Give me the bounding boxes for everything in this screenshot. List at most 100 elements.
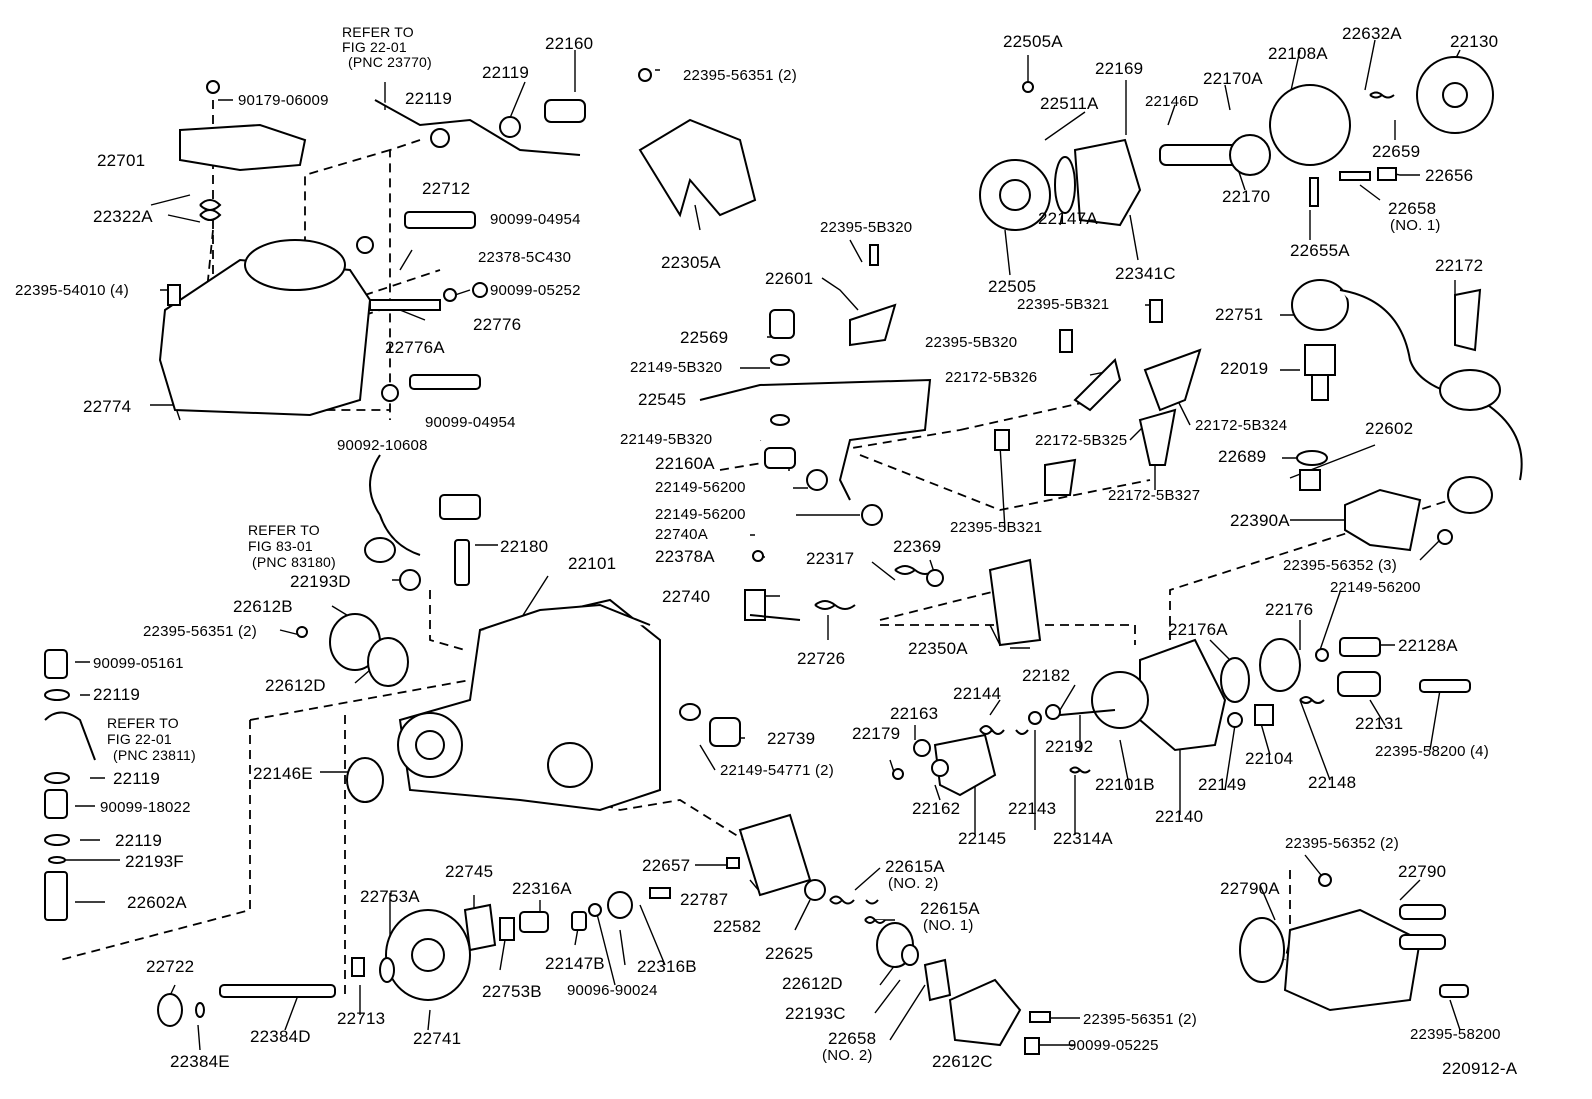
rod-22192-shape [1059,709,1116,716]
part-label: 22144 [953,684,1002,703]
gasket-22119-left-b-shape [44,772,70,784]
bushing-22316b-shape [607,891,633,919]
plug-connector-shape [1447,476,1493,514]
part-label: 22602A [127,893,187,912]
spring-22314a-shape [1069,766,1091,774]
pin-22658-no2-shape [923,958,952,1002]
ring-22625-shape [804,879,826,901]
screw-22369-shape [926,569,944,587]
lever-22350a-shape [988,558,1042,647]
part-label: 22149-56200 [1330,579,1421,596]
part-label: 22149 [1198,775,1247,794]
cover-boss-shape [244,239,346,291]
part-label: 22545 [638,390,687,409]
part-label: 22019 [1220,359,1269,378]
housing-port-shape [547,742,593,788]
part-label: 90099-18022 [100,799,191,816]
cover-22612c-shape [948,978,1022,1047]
cam-22108a-shape [1269,84,1351,166]
part-label: 22119 [113,769,161,788]
ring-22193c-shape [901,944,919,966]
part-label: 22172 [1435,256,1484,275]
part-label: 22149-54771 (2) [720,762,834,779]
part-label: 22145 [958,829,1007,848]
bolt-22395-58200-lower-shape [1439,984,1469,998]
washer-22378a-shape [752,550,764,562]
lever-22172-5b326-shape [1073,358,1122,412]
part-label: 22131 [1355,714,1404,733]
part-label: 22316A [512,879,572,898]
part-label: 22739 [767,729,816,748]
pipe-22545-shape [699,378,932,501]
gasket-22119-b-shape [499,116,521,138]
nut-22176-shape [1259,638,1301,692]
part-label: 22612D [265,676,326,695]
spring-22144-shape [979,725,1029,735]
bolt-22160a-shape [764,447,796,469]
lever-22740-shape [744,589,801,621]
spring-22322a-shape [199,199,222,221]
shaft-flange-shape [1229,134,1271,176]
bolt-90099-04954-top-shape [404,211,476,229]
part-label: 22169 [1095,59,1144,78]
part-label: 22612D [782,974,843,993]
part-label: 22632A [1342,24,1402,43]
filter-22602a-shape [44,871,68,921]
part-label: 22505 [988,277,1037,296]
part-label: 22787 [680,890,729,909]
part-label: (PNC 23770) [348,54,432,70]
part-label: 22378-5C430 [478,249,572,266]
part-label: 22615A [920,899,980,918]
part-label: 22790 [1398,862,1447,881]
part-label: 22505A [1003,32,1063,51]
part-label: 22395-56351 (2) [1083,1011,1197,1028]
part-label: (PNC 23811) [113,747,196,763]
bolt-22787-shape [649,887,671,899]
part-label: (NO. 2) [822,1047,873,1064]
pin-22657-shape [726,857,740,869]
part-label: REFER TO [248,522,320,538]
plunger-22104-shape [1254,704,1274,726]
part-label: 22395-5B320 [925,334,1018,351]
part-label: 22162 [912,799,961,818]
part-label: 22395-5B321 [950,519,1043,536]
unit-22790-shape [1283,908,1422,1012]
part-label: 22176A [1168,620,1228,639]
spring-22317-shape [894,565,936,575]
washer-90096-shape [588,903,602,917]
pin-22658-no1-shape [1339,171,1371,181]
washer-22162-shape [931,759,949,777]
part-label: 22172-5B325 [1035,432,1128,449]
part-label: 22658 [1388,199,1437,218]
clip-22656-shape [1377,167,1397,181]
screw-22395-56351-left-shape [296,626,308,638]
part-label: 22119 [93,685,141,704]
part-label: 22192 [1045,737,1094,756]
part-label: 22656 [1425,166,1474,185]
part-label: 22119 [482,63,530,82]
part-label: 22612C [932,1052,993,1071]
pin-22147b-shape [571,911,587,931]
nipple-22790-a-shape [1399,904,1446,920]
key-22147a-shape [1054,156,1076,214]
ring-22753b-shape [499,917,515,941]
solenoid-22019-shape [1304,344,1336,401]
nut-22712-shape [356,236,374,254]
connector-shape [1439,369,1501,411]
screw-22395-56352-2-shape [1318,873,1332,887]
housing-top-edge-shape [479,603,651,631]
gasket-22149-5b320-bottom-shape [770,414,790,426]
part-label: REFER TO [107,715,179,731]
spring-22615a-no2-shape [829,895,879,905]
oring-22101b-shape [1091,671,1149,729]
sensor-83180-shape [364,537,396,563]
part-label: 22722 [146,957,195,976]
part-label: 22179 [852,724,901,743]
part-label: 22149-56200 [655,479,746,496]
gasket-22119-left-a-shape [44,689,70,701]
spring-22148-shape [1299,696,1325,704]
part-label: 22350A [908,639,968,658]
plate-22145-shape [933,733,997,797]
valve-22131-shape [1337,671,1381,697]
